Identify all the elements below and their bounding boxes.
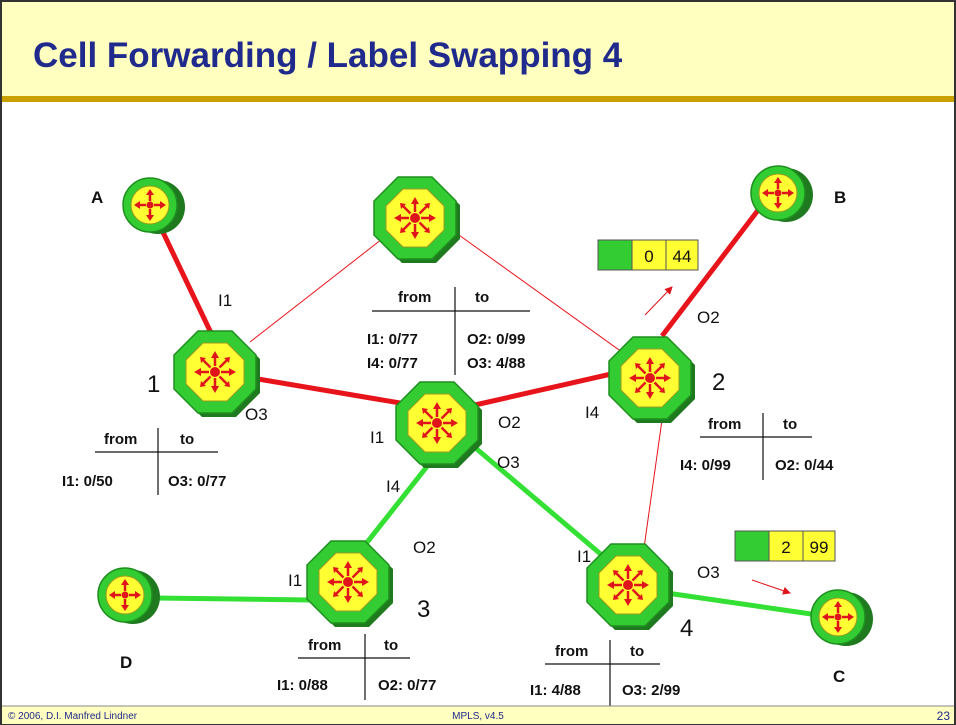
port-label: I1 [577, 547, 591, 566]
link-d-3 [154, 595, 311, 603]
port-label: I1 [288, 571, 302, 590]
cell-vci: 44 [673, 247, 692, 266]
node-label-b: B [834, 188, 846, 207]
link-top-2 [444, 224, 641, 366]
switch-1: 1 [147, 331, 260, 417]
footer-copyright: © 2006, D.I. Manfred Lindner [8, 711, 138, 722]
table-to-header: to [384, 637, 398, 654]
table-cell: I1: 0/50 [62, 473, 113, 490]
table-cell: O3: 0/77 [168, 473, 226, 490]
router-d: D [98, 568, 160, 672]
port-label: O3 [497, 453, 520, 472]
table-cell: I1: 0/77 [367, 331, 418, 348]
link-2-4 [643, 419, 663, 549]
footer-bar [2, 706, 954, 724]
header-rule [2, 96, 954, 102]
table-cell: O3: 2/99 [622, 682, 680, 699]
link-center-4 [470, 443, 612, 564]
table-cell: O3: 4/88 [467, 355, 525, 372]
cell-vci: 99 [810, 538, 829, 557]
link-1-top [249, 224, 401, 343]
link-4-c [659, 589, 819, 618]
node-label-2: 2 [712, 369, 725, 396]
port-labels: I1 O3 I1 O2 O3 I4 O2 I4 O2 I1 I1 O3 [218, 291, 720, 590]
cell-toward-b: 0 44 [597, 239, 699, 271]
router-a: A [91, 178, 185, 234]
label-table-2: from to I4: 0/99 O2: 0/44 [680, 413, 834, 480]
port-label: O3 [697, 563, 720, 582]
node-label-d: D [120, 653, 132, 672]
direction-arrow-to-c [751, 579, 791, 595]
label-table-3: from to I1: 0/88 O2: 0/77 [277, 634, 436, 700]
port-label: O3 [245, 405, 268, 424]
table-cell: I4: 0/77 [367, 355, 418, 372]
table-to-header: to [475, 289, 489, 306]
table-cell: I1: 0/88 [277, 677, 328, 694]
direction-arrow-to-b [644, 286, 673, 316]
table-from-header: from [708, 416, 741, 433]
router-c: C [811, 590, 873, 686]
page-number: 23 [937, 709, 951, 723]
table-cell: O2: 0/77 [378, 677, 436, 694]
table-from-header: from [398, 289, 431, 306]
port-label: O2 [498, 413, 521, 432]
page-title: Cell Forwarding / Label Swapping 4 [33, 36, 623, 75]
table-to-header: to [630, 643, 644, 660]
link-center-2 [474, 369, 621, 408]
port-label: I4 [386, 477, 400, 496]
link-2-b [660, 203, 764, 338]
label-table-4: from to I1: 4/88 O3: 2/99 [530, 640, 680, 706]
port-label: I1 [370, 428, 384, 447]
switch-3: 3 [307, 541, 430, 627]
table-cell: O2: 0/99 [467, 331, 525, 348]
node-label-3: 3 [417, 596, 430, 623]
node-label-1: 1 [147, 371, 160, 398]
node-label-4: 4 [680, 615, 693, 642]
footer-center: MPLS, v4.5 [452, 711, 504, 722]
node-label-c: C [833, 667, 845, 686]
port-label: I4 [585, 403, 599, 422]
port-label: O2 [413, 538, 436, 557]
port-label: I1 [218, 291, 232, 310]
cell-vpi: 2 [781, 538, 790, 557]
table-from-header: from [308, 637, 341, 654]
table-from-header: from [555, 643, 588, 660]
table-cell: I1: 4/88 [530, 682, 581, 699]
footer: © 2006, D.I. Manfred Lindner MPLS, v4.5 … [2, 705, 954, 724]
table-cell: I4: 0/99 [680, 457, 731, 474]
node-label-a: A [91, 188, 103, 207]
header-band [2, 2, 954, 96]
label-table-1: from to I1: 0/50 O3: 0/77 [62, 428, 226, 495]
switch-4: 4 [587, 544, 693, 642]
label-table-center: from to I1: 0/77 O2: 0/99 I4: 0/77 O3: 4… [367, 287, 530, 375]
switch-2: 2 [609, 337, 725, 423]
cell-vpi: 0 [644, 247, 653, 266]
table-to-header: to [783, 416, 797, 433]
table-from-header: from [104, 431, 137, 448]
table-cell: O2: 0/44 [775, 457, 834, 474]
cell-toward-c: 2 99 [734, 530, 836, 562]
router-b: B [751, 166, 846, 222]
port-label: O2 [697, 308, 720, 327]
table-to-header: to [180, 431, 194, 448]
